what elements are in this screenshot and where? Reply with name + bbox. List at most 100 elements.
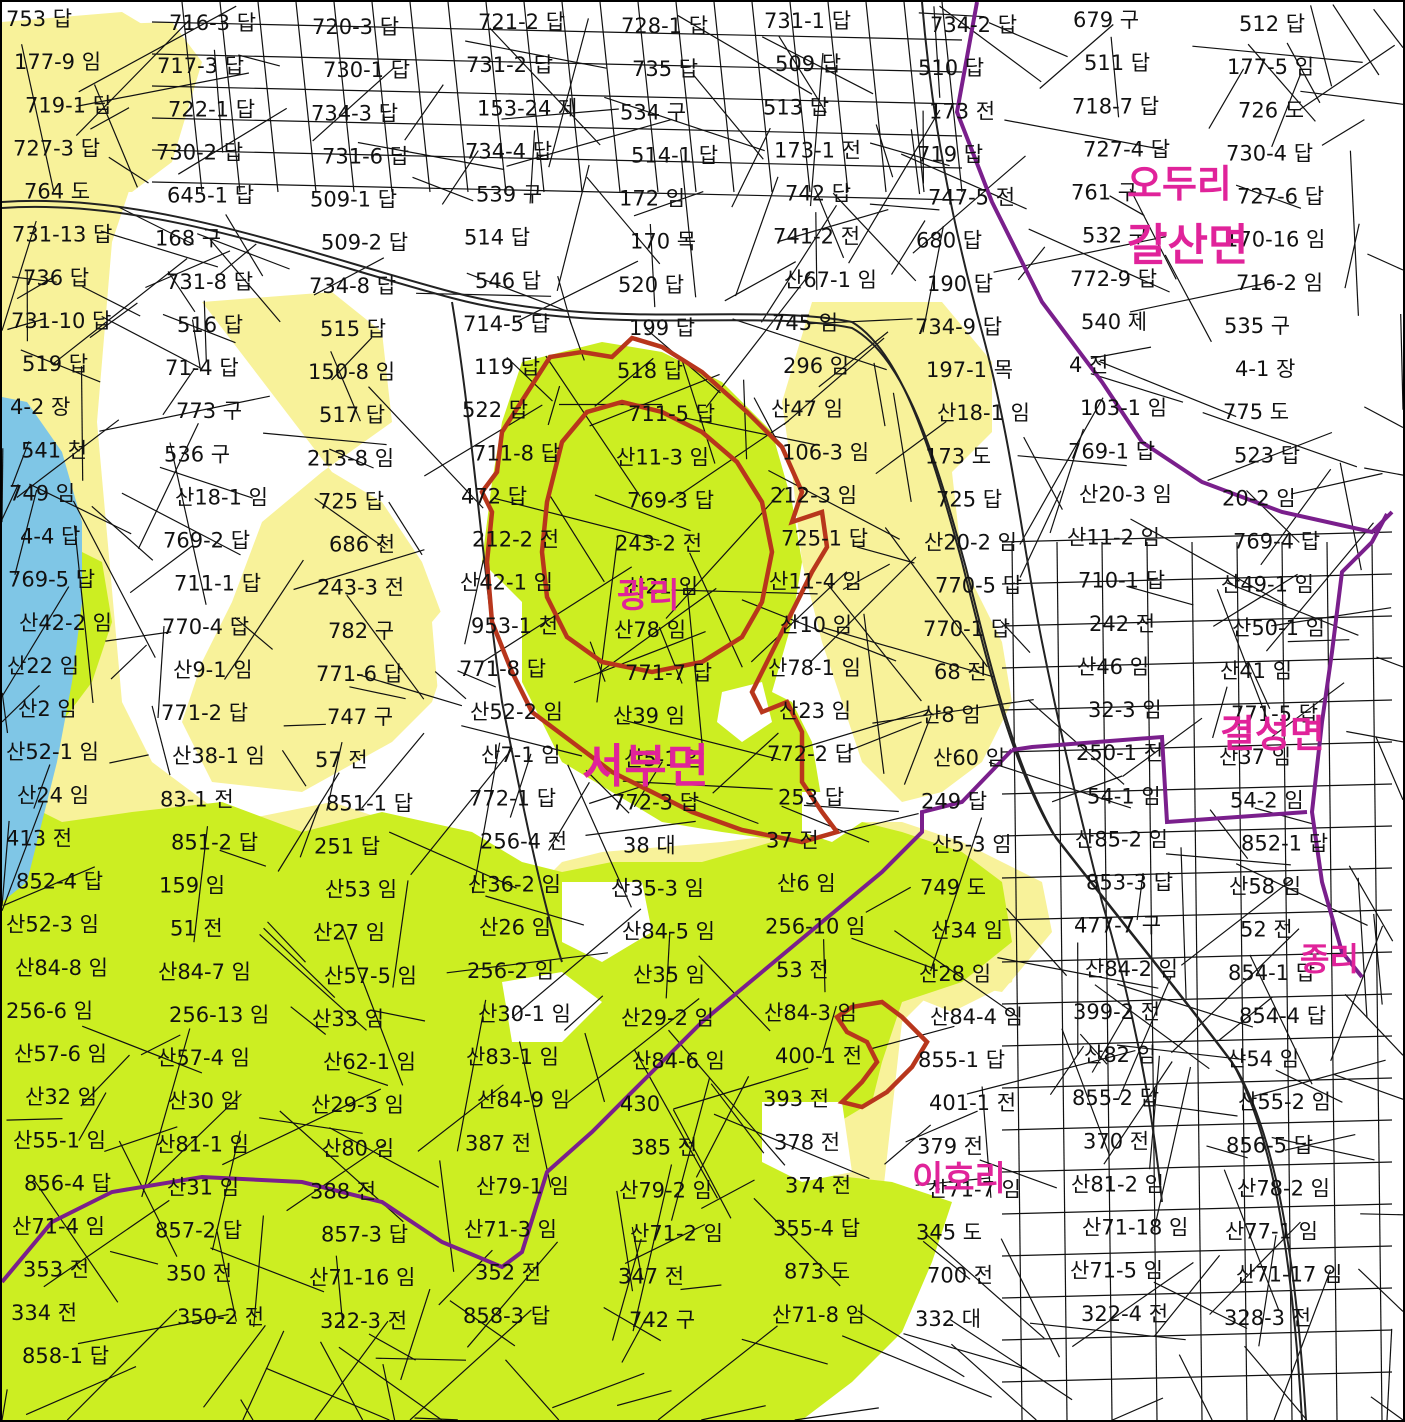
parcel-label: 731-6 답 bbox=[322, 144, 409, 168]
parcel-line bbox=[547, 385, 561, 426]
parcel-line bbox=[223, 559, 304, 680]
parcel-label: 산67-1 임 bbox=[784, 268, 877, 292]
parcel-line bbox=[89, 302, 138, 339]
parcel-line bbox=[915, 1177, 991, 1186]
parcel-label: 산2 임 bbox=[18, 697, 77, 721]
parcel-line bbox=[314, 498, 386, 549]
parcel-label: 38 대 bbox=[623, 833, 676, 857]
parcel-label: 산26 임 bbox=[479, 916, 551, 940]
parcel-label: 519 답 bbox=[22, 352, 88, 376]
parcel-label: 산81-2 임 bbox=[1071, 1172, 1164, 1196]
parcel-label: 679 구 bbox=[1073, 8, 1139, 32]
parcel-line bbox=[1235, 184, 1302, 209]
parcel-label: 851-1 답 bbox=[326, 791, 413, 815]
parcel-line bbox=[1001, 615, 1393, 627]
parcel-label: 251 답 bbox=[314, 834, 380, 858]
parcel-label: 345 도 bbox=[916, 1221, 982, 1245]
parcel-label: 720-3 답 bbox=[312, 15, 399, 39]
parcel-label: 413 전 bbox=[6, 826, 72, 850]
parcel-line bbox=[441, 150, 479, 205]
parcel-line bbox=[732, 318, 887, 371]
parcel-line bbox=[1001, 657, 1393, 669]
parcel-line bbox=[1000, 620, 1031, 654]
parcel-line bbox=[257, 2, 279, 193]
parcel-line bbox=[686, 417, 818, 446]
parcel-label: 256-10 임 bbox=[765, 915, 865, 939]
parcel-line bbox=[1001, 1287, 1393, 1299]
parcel-line bbox=[349, 686, 406, 700]
parcel-label: 산18-1 임 bbox=[175, 485, 268, 509]
parcel-line bbox=[814, 187, 845, 259]
parcel-line bbox=[203, 1325, 266, 1408]
region-label: 이호리 bbox=[912, 1159, 1006, 1199]
parcel-label: 산42-2 임 bbox=[19, 611, 112, 635]
parcel-label: 산82 임 bbox=[1084, 1043, 1156, 1067]
parcel-line bbox=[680, 149, 697, 298]
parcel-line bbox=[290, 1006, 327, 1035]
parcel-label: 772-1 답 bbox=[469, 786, 556, 810]
parcel-line bbox=[1029, 1322, 1186, 1341]
parcel-line bbox=[242, 1330, 285, 1420]
parcel-label: 725 답 bbox=[936, 487, 1002, 511]
parcel-label: 514 답 bbox=[464, 226, 530, 250]
parcel-label: 산71-17 임 bbox=[1236, 1263, 1342, 1287]
parcel-line bbox=[751, 2, 773, 193]
parcel-label: 243-3 전 bbox=[317, 576, 404, 600]
parcel-line bbox=[705, 273, 811, 408]
parcel-line bbox=[109, 1250, 159, 1265]
parcel-label: 177-9 임 bbox=[14, 50, 101, 74]
parcel-line bbox=[1011, 541, 1023, 1420]
parcel-label: 177-5 임 bbox=[1227, 55, 1314, 79]
parcel-line bbox=[900, 153, 1027, 210]
parcel-line bbox=[33, 764, 51, 809]
parcel-label: 256-6 임 bbox=[6, 999, 93, 1023]
parcel-label: 513 답 bbox=[763, 95, 829, 119]
parcel-label: 374 전 bbox=[785, 1173, 851, 1197]
parcel-line bbox=[1249, 954, 1313, 1085]
parcel-line bbox=[501, 108, 619, 120]
parcel-label: 산52-3 임 bbox=[6, 913, 99, 937]
parcel-line bbox=[116, 205, 194, 245]
parcel-label: 산58 임 bbox=[1229, 875, 1301, 899]
parcel-line bbox=[1207, 431, 1333, 481]
parcel-label: 516 답 bbox=[177, 313, 243, 337]
parcel-label: 197-1 목 bbox=[926, 358, 1013, 382]
parcel-line bbox=[1375, 736, 1403, 801]
parcel-label: 213-8 임 bbox=[307, 446, 394, 470]
parcel-line bbox=[329, 1127, 440, 1188]
parcel-line bbox=[382, 1363, 396, 1420]
parcel-label: 170-16 임 bbox=[1225, 228, 1325, 252]
parcel-line bbox=[822, 1005, 837, 1054]
parcel-line bbox=[892, 392, 912, 502]
parcel-line bbox=[191, 319, 202, 372]
parcel-label: 256-4 전 bbox=[480, 829, 567, 853]
parcel-label: 산57-6 임 bbox=[14, 1042, 107, 1066]
parcel-line bbox=[439, 1160, 455, 1272]
parcel-label: 517 답 bbox=[319, 403, 385, 427]
parcel-line bbox=[1001, 1077, 1393, 1089]
parcel-line bbox=[1321, 119, 1365, 146]
parcel-line bbox=[72, 500, 156, 658]
parcel-line bbox=[151, 117, 963, 137]
parcel-line bbox=[388, 831, 517, 889]
roads bbox=[2, 2, 1307, 1420]
parcel-label: 852-4 답 bbox=[16, 870, 103, 894]
parcel-line bbox=[657, 1325, 778, 1420]
parcel-line bbox=[1056, 541, 1068, 1420]
parcel-label: 173-1 전 bbox=[774, 138, 861, 162]
parcel-line bbox=[151, 181, 963, 201]
parcel-label: 159 임 bbox=[159, 874, 225, 898]
parcel-label: 산35 임 bbox=[633, 963, 705, 987]
parcel-line bbox=[979, 1159, 1058, 1189]
parcel-label: 725-1 답 bbox=[781, 527, 868, 551]
parcel-label: 산11-3 임 bbox=[616, 445, 709, 469]
parcel-label: 775 도 bbox=[1223, 400, 1289, 424]
parcel-line bbox=[827, 2, 849, 193]
parcel-line bbox=[409, 1309, 532, 1420]
parcel-label: 산46 임 bbox=[1077, 655, 1149, 679]
parcel-label: 산28 임 bbox=[919, 962, 991, 986]
parcel-line bbox=[1001, 1119, 1393, 1131]
